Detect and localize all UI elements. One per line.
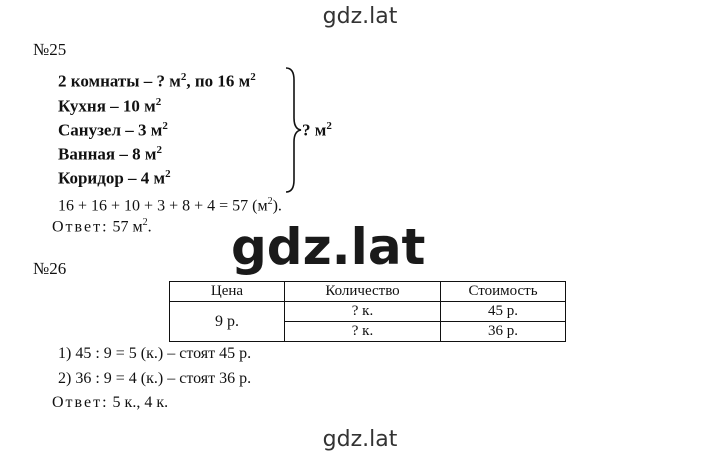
watermark-top: gdz.lat [322, 4, 398, 29]
cell-cost-1: 45 р. [440, 301, 566, 322]
table-row: 9 р. ? к. 45 р. [169, 301, 566, 342]
answer-26: Ответ: 5 к., 4 к. [52, 394, 169, 411]
answer-25: Ответ: 57 м2. [52, 217, 152, 236]
step-2: 2) 36 : 9 = 4 (к.) – стоят 36 р. [58, 370, 252, 387]
problem-26-number: №26 [33, 259, 67, 278]
given-line-bathroom: Санузел – 3 м2 [58, 120, 168, 140]
total-area: ? м2 [302, 120, 332, 140]
watermark-center: gdz.lat [231, 218, 426, 276]
cell-quantity-1: ? к. [284, 301, 441, 322]
step-1: 1) 45 : 9 = 5 (к.) – стоят 45 р. [58, 345, 252, 362]
cell-price: 9 р. [169, 301, 285, 342]
table-header-row: Цена Количество Стоимость [169, 281, 566, 302]
watermark-bottom: gdz.lat [322, 427, 398, 452]
curly-brace [285, 67, 302, 193]
given-line-bath: Ванная – 8 м2 [58, 144, 162, 164]
header-price: Цена [169, 281, 285, 302]
given-line-rooms: 2 комнаты – ? м2, по 16 м2 [58, 71, 256, 91]
header-cost: Стоимость [440, 281, 566, 302]
given-line-corridor: Коридор – 4 м2 [58, 168, 171, 188]
header-quantity: Количество [284, 281, 441, 302]
given-line-kitchen: Кухня – 10 м2 [58, 96, 162, 116]
problem-25-number: №25 [33, 40, 67, 59]
price-table: Цена Количество Стоимость 9 р. ? к. 45 р… [169, 281, 566, 342]
table-row: ? к. 36 р. [170, 321, 566, 342]
calculation-line: 16 + 16 + 10 + 3 + 8 + 4 = 57 (м2). [58, 196, 282, 215]
cell-quantity-2: ? к. [284, 321, 441, 342]
cell-cost-2: 36 р. [440, 321, 566, 342]
